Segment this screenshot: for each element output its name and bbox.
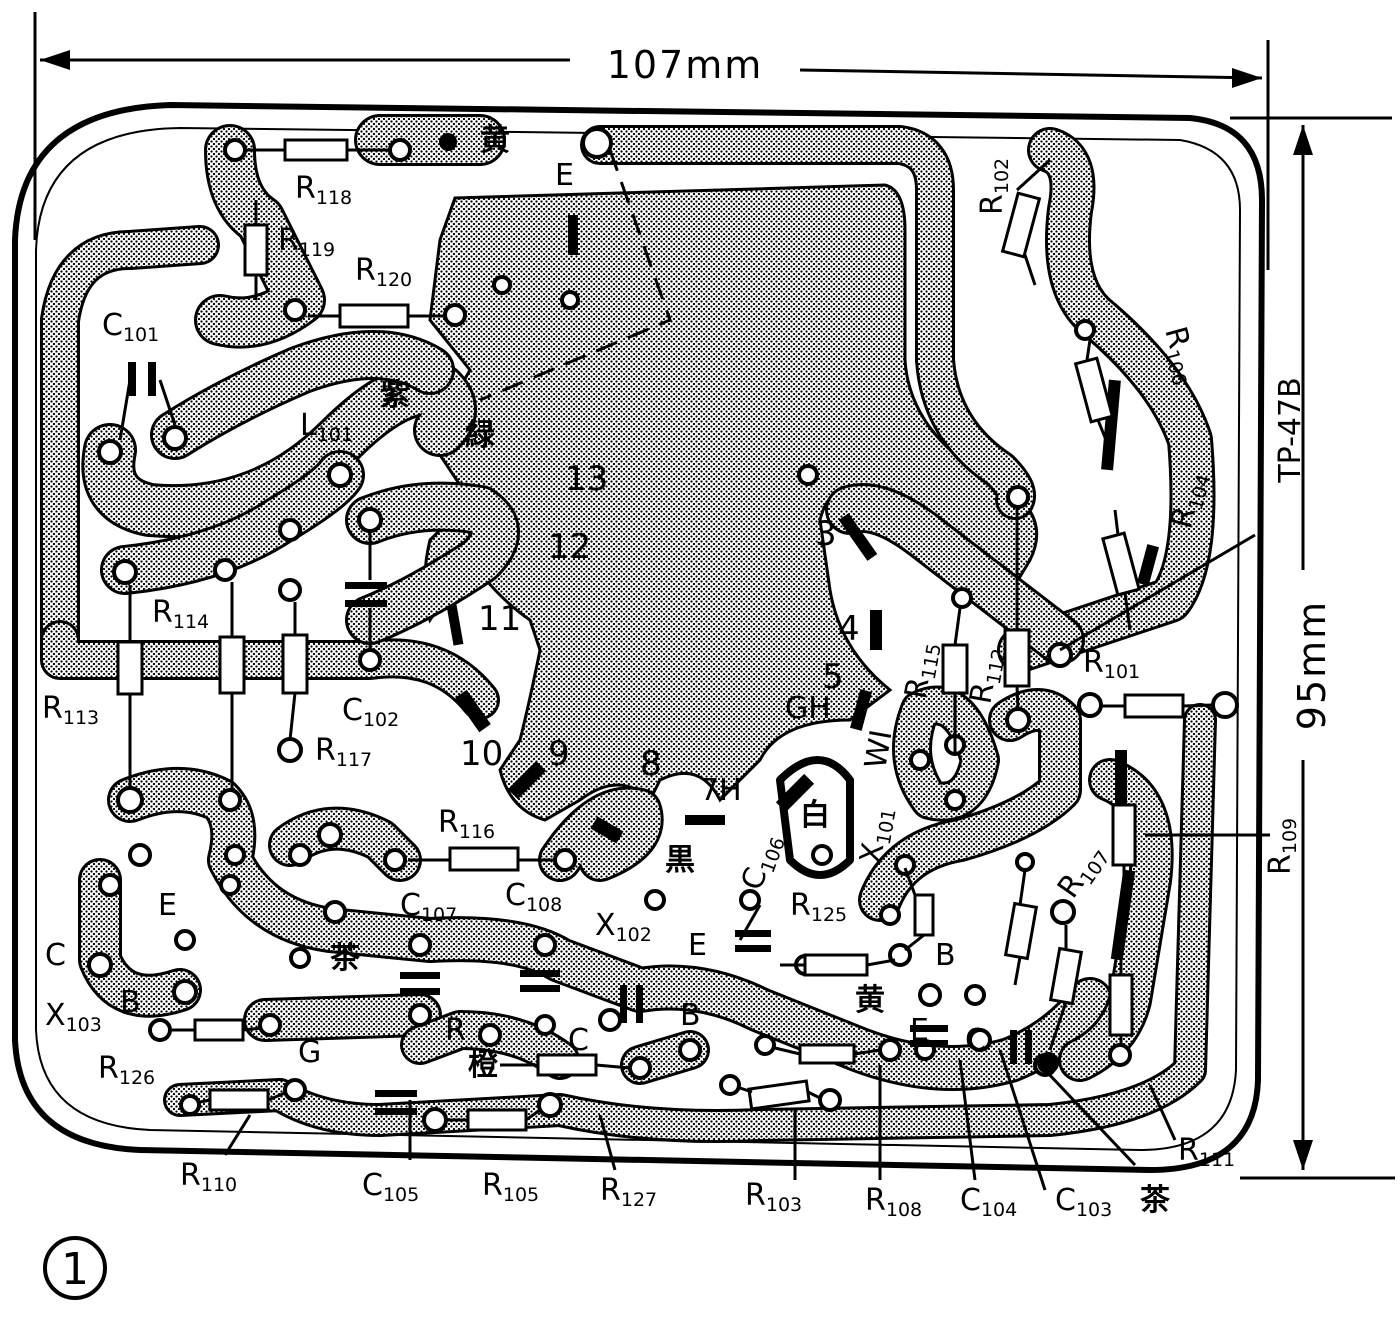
label-r109: R109 <box>1263 818 1301 875</box>
label-l101: L101 <box>300 408 353 446</box>
pin-4: 4 <box>838 609 860 649</box>
wire-color-yellow-top: 黄 <box>480 123 510 158</box>
wire-color-black: 黒 <box>665 843 695 878</box>
label-r125: R125 <box>790 888 847 926</box>
label-c103: C103 <box>1055 1183 1112 1221</box>
wire-color-labels: 黄 茶 黄 茶 黒 白 橙 紫 緑 <box>330 123 1171 1218</box>
label-c101: C101 <box>102 308 159 346</box>
label-c106: C106 <box>735 829 790 896</box>
wire-color-orange: 橙 <box>468 1048 499 1083</box>
label-c108: C108 <box>505 878 562 916</box>
label-r118: R118 <box>295 171 352 209</box>
pin-9: 9 <box>548 734 570 774</box>
capacitor-symbols <box>128 362 1032 1115</box>
shield-dashed-line <box>479 149 672 402</box>
terminal-e-x101: E <box>910 1013 929 1048</box>
pin-11: 11 <box>478 599 521 639</box>
wire-color-purple: 紫 <box>380 378 410 413</box>
label-r111: R111 <box>1178 1133 1235 1171</box>
dimension-arrows <box>40 50 1313 1170</box>
label-c105: C105 <box>362 1168 419 1206</box>
label-r127: R127 <box>600 1173 657 1211</box>
label-r103: R103 <box>745 1178 802 1216</box>
width-dimension-label: 107mm <box>607 43 764 87</box>
label-r114: R114 <box>152 595 209 633</box>
wire-color-yellow-bottom: 黄 <box>855 983 885 1018</box>
pads <box>87 127 1239 1133</box>
terminal-c-x102: C <box>568 1023 589 1058</box>
terminal-e-x103: E <box>158 888 177 923</box>
resistor-bodies <box>116 138 1185 1132</box>
label-r119: R119 <box>278 223 335 261</box>
figure-number-circle <box>43 1236 107 1300</box>
pin-12: 12 <box>548 527 591 567</box>
pin-10: 10 <box>460 734 503 774</box>
label-r126: R126 <box>98 1051 155 1089</box>
component-labels: R118 R119 R120 C101 L101 R114 R113 C102 … <box>42 158 1301 1221</box>
label-r102: R102 <box>975 158 1013 215</box>
height-dimension-label: 95mm <box>1290 600 1334 730</box>
pin-tag-gh: GH <box>785 691 831 726</box>
wire-color-brown-left: 茶 <box>330 941 361 976</box>
pin-numbers: 13 12 11 10 9 8 3 4 5 GH 7H WI <box>460 459 900 808</box>
label-r115: R115 <box>898 639 945 702</box>
board-inner-trace <box>35 126 1242 1152</box>
terminal-e-top: E <box>555 158 574 193</box>
terminal-c-x101: C <box>965 1023 986 1058</box>
terminal-b-x103: B <box>120 985 141 1020</box>
label-r116: R116 <box>438 805 495 843</box>
terminal-e-x102: E <box>688 928 707 963</box>
label-r112: R112 <box>963 644 1010 707</box>
label-c104: C104 <box>960 1183 1017 1221</box>
leads <box>118 148 1270 1191</box>
figure-number: 1 <box>61 1244 89 1295</box>
terminal-r: R <box>445 1013 466 1048</box>
label-r108: R108 <box>865 1183 922 1221</box>
terminal-c-x103: C <box>45 938 66 973</box>
terminal-g: G <box>298 1035 321 1070</box>
pin-tag-th: 7H <box>700 773 742 808</box>
terminal-b-x101: B <box>935 938 956 973</box>
dimension-lines <box>33 12 1395 1180</box>
terminal-letters: E E C E B G R C E B B C <box>45 158 986 1070</box>
label-x102: X102 <box>595 908 652 946</box>
wire-color-green: 緑 <box>465 418 496 453</box>
pin-8: 8 <box>640 744 662 784</box>
label-r110: R110 <box>180 1158 237 1196</box>
label-r107: R107 <box>1051 838 1115 907</box>
label-r101: R101 <box>1083 645 1140 683</box>
label-r120: R120 <box>355 253 412 291</box>
wire-color-brown-bottom: 茶 <box>1140 1183 1171 1218</box>
label-c102: C102 <box>342 693 399 731</box>
label-r117: R117 <box>315 733 372 771</box>
wire-color-white: 白 <box>800 798 830 833</box>
label-r113: R113 <box>42 691 99 729</box>
model-label: TP-47B <box>1273 377 1308 483</box>
pin-5: 5 <box>822 657 844 697</box>
label-r105: R105 <box>482 1168 539 1206</box>
terminal-b-x102: B <box>680 998 701 1033</box>
pin-tag-wi: WI <box>858 727 899 771</box>
pin-3: 3 <box>815 514 837 554</box>
board-outline <box>12 101 1266 1174</box>
label-x103: X103 <box>45 998 102 1036</box>
label-c107: C107 <box>400 888 457 926</box>
pin-13: 13 <box>565 459 608 499</box>
